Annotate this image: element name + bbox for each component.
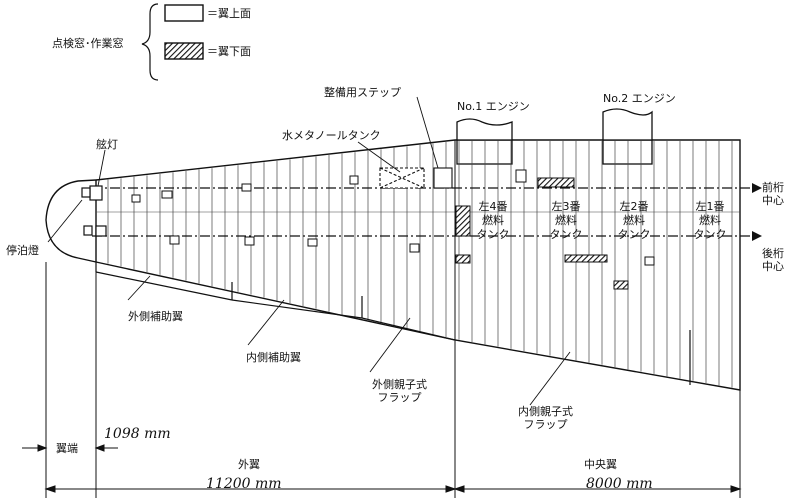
wingtip-label: 翼端	[56, 442, 78, 455]
legend-swatch-lower	[164, 42, 204, 60]
spar-arrows	[752, 183, 762, 241]
inner-flap-label: 内側親子式 フラップ	[518, 405, 573, 431]
inner-aileron-label: 内側補助翼	[246, 351, 301, 364]
center-wing-label: 中央翼	[584, 458, 617, 471]
dimension-lines	[22, 140, 742, 498]
legend-upper-label: ＝翼上面	[207, 7, 251, 20]
engine-2-label: No.2 エンジン	[603, 92, 676, 105]
wingtip-dimension: 1098 mm	[104, 426, 171, 442]
upper-surface-windows	[131, 169, 655, 266]
outer-wing-dimension: 11200 mm	[206, 476, 282, 492]
step-and-tank	[379, 167, 453, 189]
leader-lines	[47, 96, 571, 406]
tank-4-label: 左4番 燃料 タンク	[476, 200, 510, 241]
mooring-light-label: 停泊燈	[6, 244, 39, 257]
maintenance-step	[433, 167, 453, 189]
rear-spar-label: 後桁 中心	[762, 247, 784, 273]
legend-lower-label: ＝翼下面	[207, 45, 251, 58]
spar-lines	[92, 187, 760, 237]
tank-2-label: 左2番 燃料 タンク	[617, 200, 651, 241]
control-surfaces	[95, 262, 691, 385]
engine-nacelles	[456, 108, 653, 165]
lower-surface-windows	[455, 177, 629, 290]
front-spar-label: 前桁 中心	[762, 181, 784, 207]
legend	[141, 3, 204, 81]
legend-title: 点検窓･作業窓	[52, 37, 124, 50]
wingtip-lights	[81, 185, 107, 237]
outer-aileron-label: 外側補助翼	[128, 310, 183, 323]
engine-1-label: No.1 エンジン	[457, 100, 530, 113]
outer-wing-label: 外翼	[238, 458, 260, 471]
tank-1-label: 左1番 燃料 タンク	[693, 200, 727, 241]
tank-3-label: 左3番 燃料 タンク	[549, 200, 583, 241]
center-wing-dimension: 8000 mm	[586, 476, 653, 492]
outer-flap-label: 外側親子式 フラップ	[372, 378, 427, 404]
legend-swatch-upper	[164, 4, 204, 22]
maintenance-step-label: 整備用ステップ	[324, 86, 401, 99]
legend-brace	[141, 3, 159, 81]
nav-light-label: 舷灯	[96, 138, 118, 151]
water-methanol-tank-label: 水メタノールタンク	[282, 129, 381, 142]
nav-light-box	[89, 185, 103, 201]
